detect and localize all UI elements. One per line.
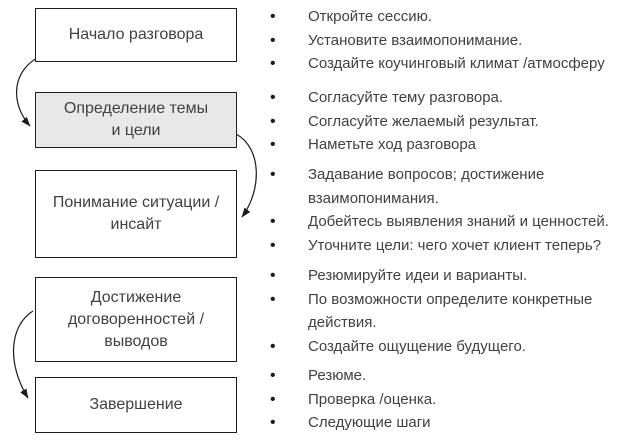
checklist-item-text: Уточните цели: чего хочет клиент теперь? xyxy=(308,236,602,254)
bullet-icon: • xyxy=(270,166,276,183)
checklist-item: • Согласуйте желаемый результат. xyxy=(268,110,620,134)
checklist-item: • Установите взаимопонимание. xyxy=(268,29,620,53)
checklist-item: • Резюмируйте идеи и варианты. xyxy=(268,264,620,288)
bullet-icon: • xyxy=(270,8,276,25)
checklist-item-text: Резюмируйте идеи и варианты. xyxy=(308,267,528,284)
stage-label: Достижение xyxy=(90,288,182,306)
stage-box-conversation-start: Начало разговора xyxy=(35,8,237,62)
stage-label: Определение темы xyxy=(63,100,209,117)
checklist-item: • Уточните цели: чего хочет клиент тепер… xyxy=(268,234,620,258)
checklist-item: • Следующие шаги xyxy=(268,411,620,435)
checklist-item: • Задавание вопросов; достижение взаимоп… xyxy=(268,163,620,210)
stage-label: Завершение xyxy=(89,396,183,413)
bullet-icon: • xyxy=(270,55,276,72)
stage-label: Начало разговора xyxy=(68,26,204,43)
bullet-icon: • xyxy=(270,390,276,408)
bullet-icon: • xyxy=(270,367,276,384)
stage-box-completion: Завершение xyxy=(35,377,237,433)
checklist-item-text: Создайте ощущение будущего. xyxy=(308,337,526,355)
stage-label: договоренностей / xyxy=(67,310,205,328)
checklist-item-text: По возможности определите конкретные дей… xyxy=(308,290,593,332)
checklist-item-text: Создайте коучинговый климат /атмосферу xyxy=(308,55,605,72)
bullet-icon: • xyxy=(270,89,276,106)
checklist-item: • Наметьте ход разговора xyxy=(268,133,620,157)
bullet-icon: • xyxy=(270,136,276,153)
bullet-icon: • xyxy=(270,112,276,130)
bullet-icon: • xyxy=(270,236,276,254)
stage-label: и цели xyxy=(111,122,161,139)
stage-box-topic-and-goal: Определение темы и цели xyxy=(35,92,237,148)
checklist-item: • Резюме. xyxy=(268,364,620,388)
bullet-icon: • xyxy=(270,290,276,308)
checklist-item: • Добейтесь выявления знаний и ценностей… xyxy=(268,210,620,234)
checklist-item-text: Задавание вопросов; достижение взаимопон… xyxy=(308,166,545,207)
checklist-item-text: Добейтесь выявления знаний и ценностей. xyxy=(308,213,609,230)
bullet-icon: • xyxy=(270,31,276,49)
checklist-item-text: Установите взаимопонимание. xyxy=(308,31,523,49)
stage-box-agreements-conclusions: Достижение договоренностей / выводов xyxy=(35,277,237,362)
checklist-item-text: Следующие шаги xyxy=(308,414,431,431)
bullet-icon: • xyxy=(270,213,276,230)
stage-label: инсайт xyxy=(110,216,162,233)
checklist-item: • Проверка /оценка. xyxy=(268,388,620,412)
arrow-topic-to-insight xyxy=(235,133,257,218)
checklist-conversation-start: • Откройте сессию. • Установите взаимопо… xyxy=(268,5,620,76)
checklist-item: • Согласуйте тему разговора. xyxy=(268,86,620,110)
bullet-icon: • xyxy=(270,337,276,355)
checklist-item: • Создайте коучинговый климат /атмосферу xyxy=(268,52,620,76)
checklist-completion: • Резюме. • Проверка /оценка. • Следующи… xyxy=(268,364,620,435)
checklist-item-text: Резюме. xyxy=(308,367,367,384)
checklist-item-text: Согласуйте желаемый результат. xyxy=(308,112,539,130)
checklist-item: • Создайте ощущение будущего. xyxy=(268,335,620,359)
checklist-item-text: Наметьте ход разговора xyxy=(308,136,477,153)
bullet-icon: • xyxy=(270,267,276,284)
checklist-item: • Откройте сессию. xyxy=(268,5,620,29)
checklist-item-text: Откройте сессию. xyxy=(308,8,433,25)
checklist-agreements-conclusions: • Резюмируйте идеи и варианты. • По возм… xyxy=(268,264,620,358)
checklist-item-text: Проверка /оценка. xyxy=(308,390,437,408)
arrow-agreements-to-completion xyxy=(12,310,34,399)
stage-box-situation-insight: Понимание ситуации / инсайт xyxy=(35,170,237,258)
bullet-icon: • xyxy=(270,414,276,431)
checklist-situation-insight: • Задавание вопросов; достижение взаимоп… xyxy=(268,163,620,257)
checklist-item: • По возможности определите конкретные д… xyxy=(268,288,620,335)
checklist-topic-and-goal: • Согласуйте тему разговора. • Согласуйт… xyxy=(268,86,620,157)
checklist-item-text: Согласуйте тему разговора. xyxy=(308,89,504,106)
stage-label: Понимание ситуации / xyxy=(52,194,220,211)
stage-label: выводов xyxy=(104,332,168,350)
